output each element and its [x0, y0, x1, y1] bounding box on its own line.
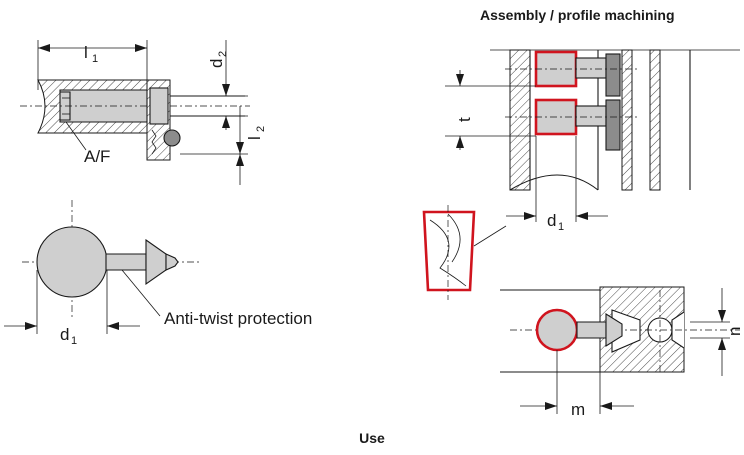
- bolt-top-view: Anti-twist protection d 1: [4, 200, 312, 347]
- l1-subscript: 1: [92, 53, 98, 65]
- l2-label: l: [245, 136, 264, 140]
- d1-right-subscript: 1: [558, 221, 564, 233]
- n-label: n: [725, 327, 744, 336]
- af-label: A/F: [84, 147, 110, 166]
- d2-subscript: 2: [217, 51, 229, 57]
- d1-left-subscript: 1: [71, 335, 77, 347]
- d1-left-label: d: [60, 325, 69, 344]
- d1-right-label: d: [547, 211, 556, 230]
- anti-twist-label: Anti-twist protection: [164, 309, 312, 328]
- assembly-title: Assembly / profile machining: [480, 7, 675, 23]
- t-label: t: [455, 117, 474, 122]
- profile-section: n m: [500, 286, 744, 419]
- d2-label: d: [207, 59, 226, 68]
- m-label: m: [571, 400, 585, 419]
- l1-label: l: [84, 43, 88, 62]
- l2-subscript: 2: [255, 126, 267, 132]
- assembly-view: t d 1: [445, 49, 740, 233]
- bolt-side-view: l 1 A/F d 2 l 2: [20, 40, 267, 185]
- drill-bit: [422, 205, 507, 300]
- use-caption: Use: [359, 430, 385, 446]
